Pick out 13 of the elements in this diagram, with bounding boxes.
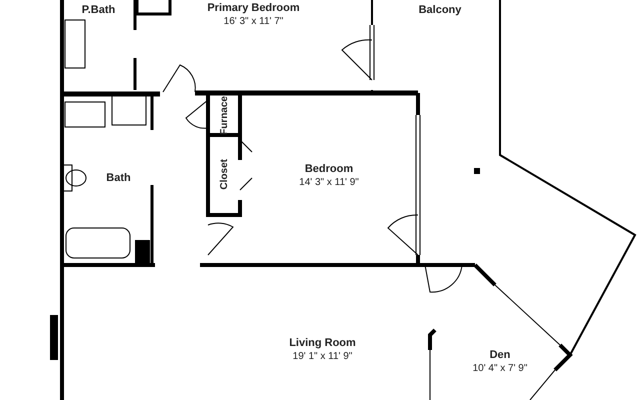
room-name: P.Bath (82, 4, 116, 17)
room-dimensions: 14' 3" x 11' 9" (299, 176, 359, 190)
room-name: Bath (106, 172, 131, 185)
room-name: Primary Bedroom (207, 2, 300, 15)
room-dimensions: 16' 3" x 11' 7" (224, 15, 284, 29)
room-dimensions: 10' 4" x 7' 9" (472, 362, 528, 376)
room-name: Furnace (218, 96, 230, 134)
room-name: Balcony (418, 4, 462, 17)
room-name: Living Room (289, 337, 356, 350)
room-name: Closet (218, 158, 230, 190)
room-name: Bedroom (304, 163, 354, 176)
room-name: Den (490, 349, 510, 362)
room-dimensions: 19' 1" x 11' 9" (292, 350, 352, 364)
